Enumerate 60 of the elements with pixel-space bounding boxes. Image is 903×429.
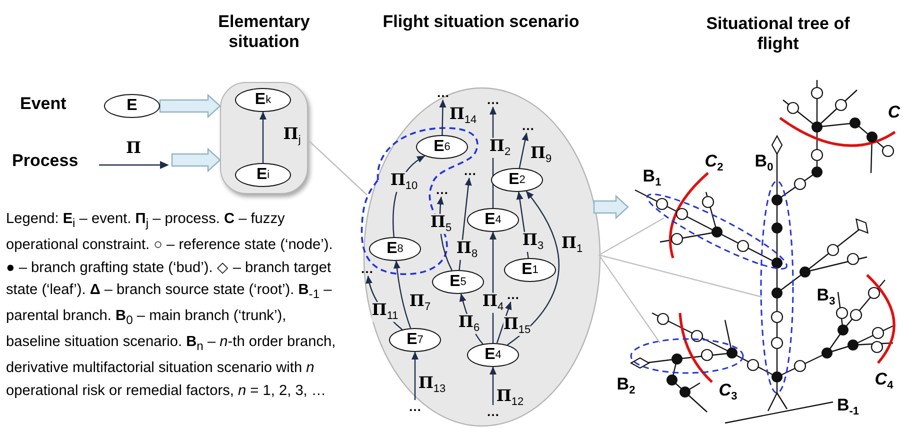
constraint-label: C$_{3}$ bbox=[718, 381, 738, 403]
ellipsis-mark: … bbox=[505, 288, 521, 302]
constraint-label: C$_{2}$ bbox=[704, 152, 724, 174]
heading: Situational tree of flight bbox=[705, 14, 851, 54]
arrow bbox=[460, 293, 484, 344]
block-arrow bbox=[593, 194, 629, 220]
branch-label: B$_{-1}$ bbox=[836, 396, 860, 418]
edge-label: Π$_{11}$ bbox=[372, 302, 398, 322]
edge-label: Π$_{13}$ bbox=[418, 374, 446, 396]
edge-label: Π$_{6}$ bbox=[458, 314, 480, 334]
edge-label: Π$_{2}$ bbox=[489, 138, 511, 158]
arrow bbox=[506, 190, 560, 346]
edge-label: Π$_{8}$ bbox=[456, 240, 478, 260]
constraint-label: C$_{4}$ bbox=[874, 370, 894, 392]
heading: Flight situation scenario bbox=[382, 12, 580, 32]
branch-label: B$_{0}$ bbox=[754, 152, 774, 174]
event-ellipse: E bbox=[104, 94, 160, 118]
row-label: Process bbox=[12, 152, 78, 169]
arrow bbox=[516, 192, 529, 258]
edge-label: Π$_{4}$ bbox=[482, 292, 504, 314]
leader-line bbox=[308, 140, 368, 196]
branch-label: B$_{2}$ bbox=[616, 375, 636, 397]
arrow bbox=[392, 155, 426, 238]
ellipsis-mark: … bbox=[435, 86, 451, 100]
leader-line bbox=[598, 217, 664, 256]
arrow bbox=[490, 366, 496, 405]
arrow bbox=[412, 352, 418, 400]
ellipsis-mark: … bbox=[485, 93, 501, 107]
row-label: Event bbox=[20, 95, 66, 112]
ellipsis-mark: … bbox=[462, 164, 478, 178]
ellipsis-mark: … bbox=[434, 183, 450, 197]
block-arrow bbox=[171, 148, 221, 172]
edge-label: Π$_{3}$ bbox=[522, 232, 544, 252]
arrow bbox=[496, 302, 512, 344]
branch-label: B$_{1}$ bbox=[642, 167, 662, 189]
arrow bbox=[366, 276, 403, 330]
arrow bbox=[394, 260, 412, 328]
edge-label: Π$_{10}$ bbox=[390, 172, 418, 192]
edge-label: Π$_{15}$ bbox=[503, 316, 531, 336]
leader-line bbox=[598, 254, 660, 344]
arrow bbox=[260, 112, 266, 163]
edge-label: Π$_{5}$ bbox=[430, 214, 452, 234]
edge-label: Π$_{9}$ bbox=[530, 144, 552, 166]
edge-label: Π$_{j}$ bbox=[283, 126, 301, 146]
block-arrow bbox=[159, 94, 221, 118]
ellipsis-mark: … bbox=[359, 262, 375, 276]
arrow bbox=[458, 178, 472, 270]
leader-line bbox=[598, 254, 762, 298]
branch-label: B$_{3}$ bbox=[816, 286, 836, 308]
heading: Elementary situation bbox=[217, 12, 311, 52]
process-symbol: Π bbox=[126, 140, 142, 156]
arrow bbox=[490, 232, 496, 343]
ellipsis-mark: … bbox=[407, 400, 423, 414]
ellipsis-mark: … bbox=[520, 119, 536, 133]
arrow bbox=[490, 106, 496, 208]
constraint-label: C bbox=[888, 104, 900, 120]
arrow bbox=[439, 100, 446, 136]
arrow bbox=[518, 132, 529, 168]
arrow bbox=[436, 196, 452, 271]
legend-text: Legend: E$_{i}$ – event. Π$_{j}$ – process. C – fuzzy operational constraint. ○ – reference state (‘node’). ● – branch grafting state (‘bud’). ◇ – branch target state (‘leaf’). Δ – branch source state (‘root’). B$_{-1}$ – parental branch. B$_{0}$ – main branch (‘trunk’), baseline situation scenario. B$_{n}$ – n-th order branch, derivative multifactorial situation scenario with n operational risk or remedial factors, n = 1, 2, 3, … bbox=[6, 210, 337, 401]
